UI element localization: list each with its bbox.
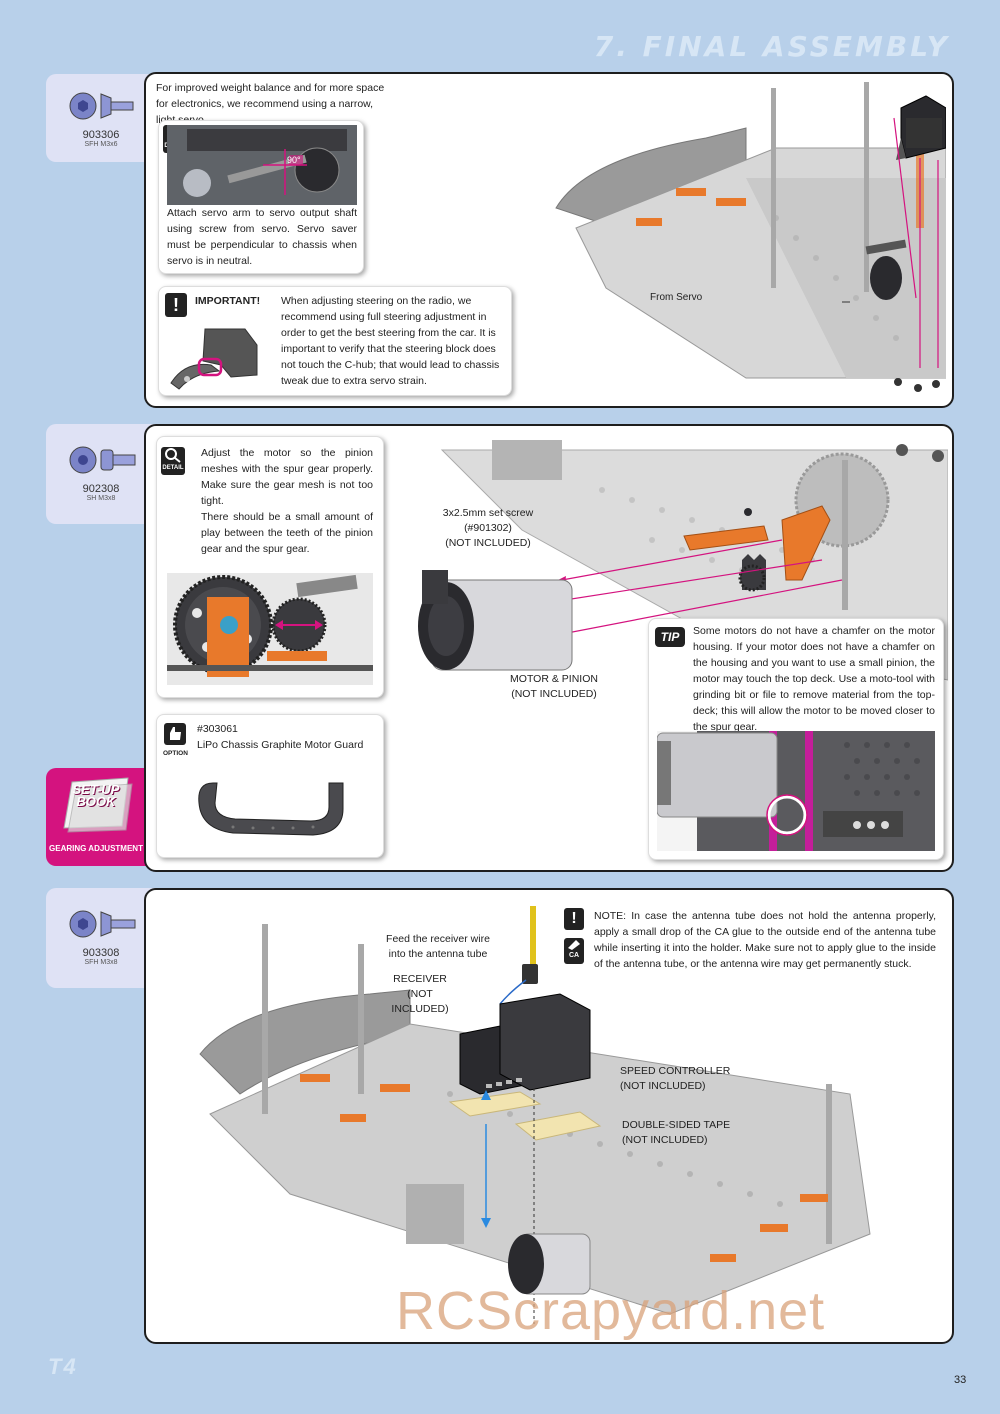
option-name: LiPo Chassis Graphite Motor Guard [197,739,364,751]
feed-wire-label: Feed the receiver wire into the antenna … [386,933,490,960]
from-servo-callout: From Servo [650,292,703,303]
detail-card-servo: DETAIL 90° Attach servo arm to servo out… [158,120,364,274]
ca-glue-icon: CA [564,938,584,964]
step-panel-motor: DETAIL Adjust the motor so the pinion me… [144,424,954,872]
option-code: #303061 [197,723,238,735]
motor-pinion-label: MOTOR & PINION (NOT INCLUDED) [510,673,598,700]
servo-arm-detail-image [167,125,357,205]
warning-icon: ! [165,293,187,317]
gearing-adjustment-label: GEARING ADJUSTMENT [49,844,143,853]
tip-text: Some motors do not have a chamfer on the… [693,625,935,733]
setup-book-label: SET-UP BOOK [72,782,120,809]
tip-icon: TIP [655,627,685,647]
part-code: 902308 [82,483,120,495]
step-panel-electronics: Feed the receiver wire into the antenna … [144,888,954,1344]
double-sided-tape-label: DOUBLE-SIDED TAPE (NOT INCLUDED) [622,1119,731,1146]
setup-book-tab[interactable]: SET-UP BOOK GEARING ADJUSTMENT [46,768,146,866]
gear-mesh-text: Adjust the motor so the pinion meshes wi… [201,447,373,507]
t4-logo: T4 [48,1354,78,1379]
gear-play-text: There should be a small amount of play b… [201,511,373,555]
part-code: 903308 [82,947,120,959]
watermark: RCScrapyard.net [396,1281,826,1341]
gear-mesh-image [167,573,373,685]
part-tab-903306: 903306 SFH M3x6 [46,74,156,162]
book-icon [63,777,133,833]
screw-icon [69,910,136,938]
important-text: When adjusting steering on the radio, we… [281,295,500,387]
page-title: 7. FINAL ASSEMBLY [593,30,950,63]
servo-intro-text: For improved weight balance and for more… [156,82,385,126]
screw-icon [69,92,134,120]
set-screw-label: 3x2.5mm set screw (#901302) (NOT INCLUDE… [442,507,534,549]
receiver-label: RECEIVER (NOT INCLUDED) [391,973,449,1015]
motor-guard-image [198,782,344,836]
antenna-note-text: NOTE: In case the antenna tube does not … [594,910,936,970]
step-panel-servo: For improved weight balance and for more… [144,72,954,408]
important-label: IMPORTANT! [195,295,261,307]
servo-mount-illustration [555,82,946,392]
detail-icon: DETAIL [161,447,185,475]
option-card: OPTION #303061 LiPo Chassis Graphite Mot… [156,714,384,858]
part-tab-903308: 903308 SFH M3x8 [46,888,156,988]
servo-detail-text: Attach servo arm to servo output shaft u… [167,207,357,267]
motor-deck-clearance-image [657,731,935,851]
steering-block-image [170,328,258,390]
part-code: 903306 [82,129,120,141]
option-icon: OPTION [163,723,188,757]
part-name: SFH M3x6 [84,141,118,148]
detail-card-gear-mesh: DETAIL Adjust the motor so the pinion me… [156,436,384,698]
electronics-install-illustration [199,906,871,1324]
page-number: 33 [954,1374,967,1386]
tip-card: TIP Some motors do not have a chamfer on… [648,618,944,860]
part-name: SFH M3x8 [84,959,118,966]
screw-icon [69,446,136,474]
part-tab-902308: 902308 SH M3x8 [46,424,156,524]
warning-icon: ! [564,908,584,930]
part-name: SH M3x8 [86,495,116,502]
important-card: ! IMPORTANT! When adjusting steering on … [158,286,512,396]
speed-controller-label: SPEED CONTROLLER (NOT INCLUDED) [620,1065,731,1092]
angle-label: 90° [287,155,301,165]
